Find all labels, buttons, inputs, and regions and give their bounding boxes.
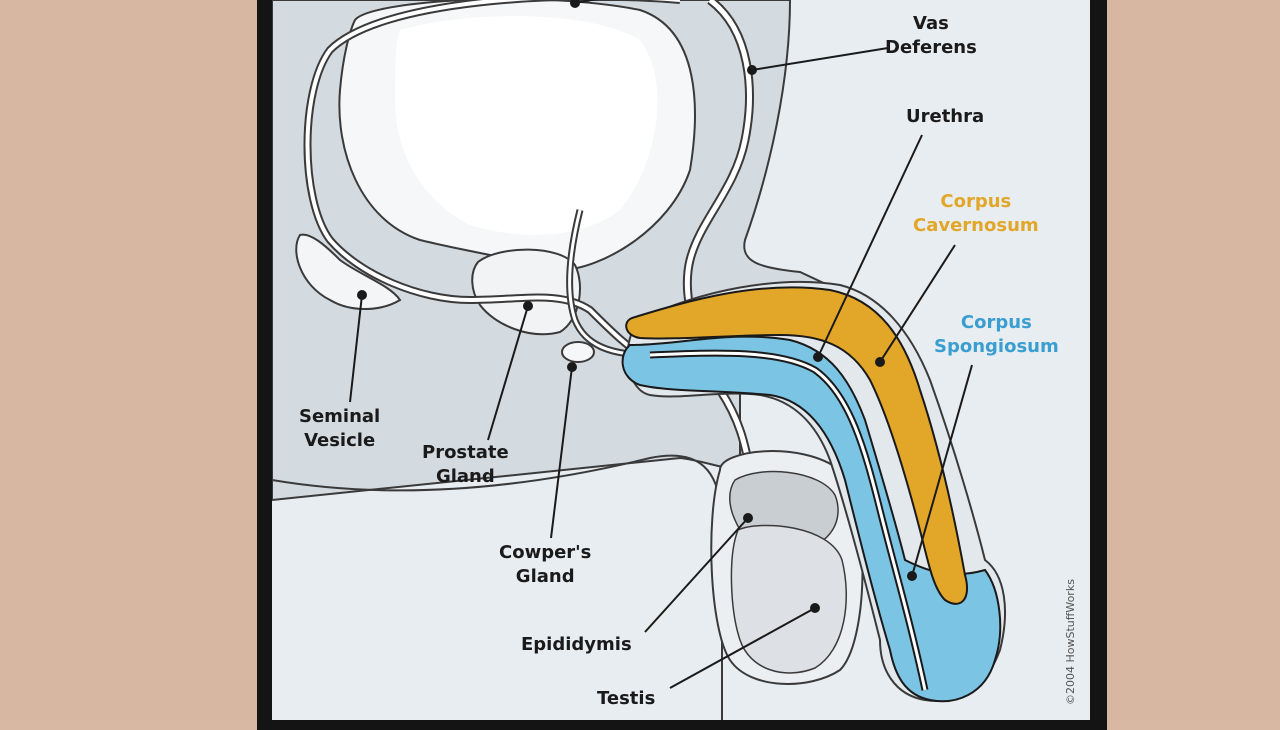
- leader-dot-bladder: [570, 0, 580, 8]
- label-corpus-spongiosum-line1: Corpus: [960, 312, 1032, 333]
- label-prostate-gland: Prostate Gland: [422, 441, 509, 489]
- label-prostate-gland-line2: Gland: [435, 466, 495, 487]
- label-corpus-cavernosum-line1: Corpus: [940, 191, 1012, 212]
- label-epididymis: Epididymis: [521, 633, 632, 657]
- leader-prostate-gland: [487, 305, 529, 441]
- label-urethra: Urethra: [906, 105, 984, 129]
- leader-dot-seminal-vesicle: [357, 290, 367, 300]
- label-corpus-spongiosum: Corpus Spongiosum: [934, 311, 1059, 359]
- urethra-prostatic-lumen: [568, 209, 651, 357]
- label-seminal-vesicle: Seminal Vesicle: [299, 405, 380, 453]
- leader-vas-deferens: [751, 47, 889, 71]
- label-epididymis-text: Epididymis: [521, 634, 632, 655]
- leader-corpus-spongiosum: [911, 364, 973, 577]
- leader-cowpers-gland: [550, 366, 573, 539]
- label-corpus-cavernosum-line2: Cavernosum: [913, 215, 1039, 236]
- leader-urethra: [817, 134, 923, 358]
- leader-seminal-vesicle: [349, 294, 363, 403]
- leader-dot-corpus-cavernosum: [875, 357, 885, 367]
- label-testis: Testis: [597, 687, 655, 711]
- leader-epididymis: [644, 517, 749, 633]
- bladder-inner: [395, 16, 658, 235]
- copyright-notice: ©2004 HowStuffWorks: [1064, 579, 1077, 705]
- label-vas-deferens: Vas Deferens: [885, 12, 977, 60]
- cowpers-gland-shape: [561, 341, 595, 363]
- anatomy-diagram-panel: Vas Deferens Urethra Corpus Cavernosum C…: [272, 0, 1090, 720]
- label-vas-deferens-line1: Vas: [913, 13, 949, 34]
- label-cowpers-gland-line1: Cowper's: [499, 542, 592, 563]
- leader-bladder: [574, 0, 598, 4]
- thigh-outline: [272, 454, 723, 720]
- label-prostate-gland-line1: Prostate: [422, 442, 509, 463]
- urethra-penile-lumen: [649, 351, 927, 691]
- label-testis-text: Testis: [597, 688, 656, 709]
- leader-dot-epididymis: [743, 513, 753, 523]
- testis-shape: [730, 524, 847, 674]
- label-corpus-cavernosum: Corpus Cavernosum: [913, 190, 1039, 238]
- leader-dot-prostate-gland: [523, 301, 533, 311]
- vas-deferens-tube-lumen: [684, 0, 753, 471]
- label-cowpers-gland: Cowper's Gland: [499, 541, 591, 589]
- seminal-vesicle-shape: [295, 233, 402, 310]
- label-urethra-text: Urethra: [906, 106, 985, 127]
- anatomy-illustration: [272, 0, 1006, 720]
- leader-testis: [669, 607, 816, 689]
- leader-dot-cowpers-gland: [567, 362, 577, 372]
- leader-dot-vas-deferens: [747, 65, 757, 75]
- leader-dot-testis: [810, 603, 820, 613]
- leader-dot-urethra: [813, 352, 823, 362]
- label-vas-deferens-line2: Deferens: [885, 37, 977, 58]
- label-cowpers-gland-line2: Gland: [515, 566, 575, 587]
- label-seminal-vesicle-line1: Seminal: [299, 406, 381, 427]
- vas-deferens-left-loop-lumen: [305, 0, 680, 362]
- leader-corpus-cavernosum: [879, 244, 956, 363]
- label-corpus-spongiosum-line2: Spongiosum: [934, 336, 1059, 357]
- leader-dot-corpus-spongiosum: [907, 571, 917, 581]
- label-seminal-vesicle-line2: Vesicle: [304, 430, 376, 451]
